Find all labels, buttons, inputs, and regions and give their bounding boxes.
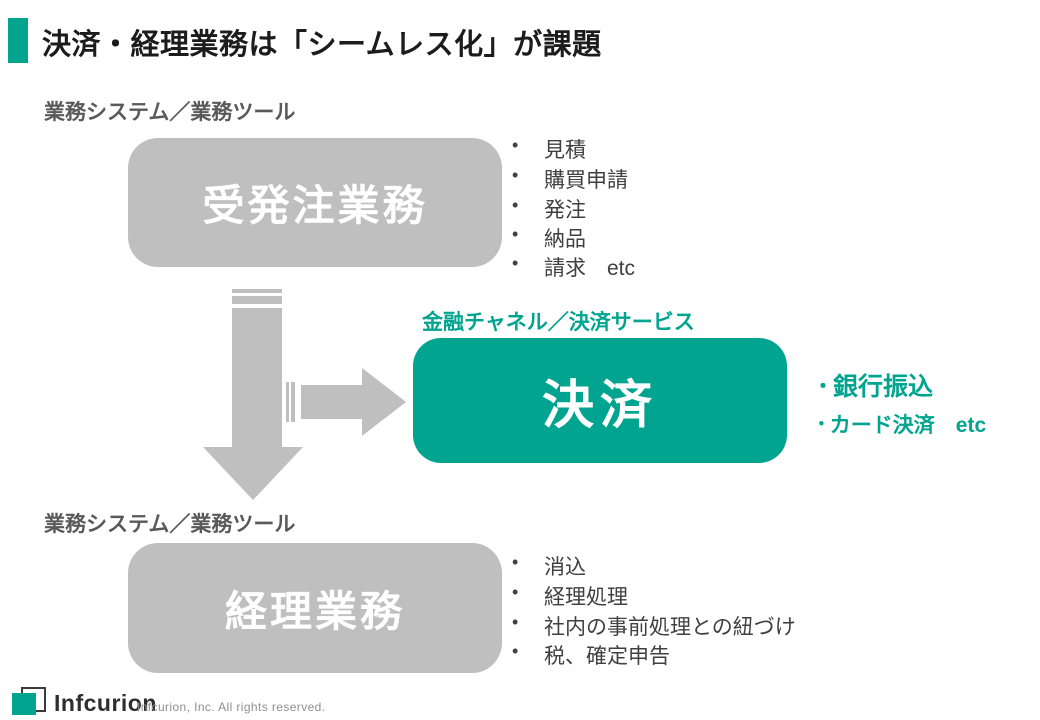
down-arrow-break-stripe	[232, 289, 282, 293]
page-title: 決済・経理業務は「シームレス化」が課題	[42, 29, 602, 61]
list-item-text: 納品	[544, 228, 586, 251]
order-ops-box: 受発注業務	[128, 138, 502, 267]
list-item-text: 税、確定申告	[544, 645, 670, 668]
list-item: • 社内の事前処理との紐づけ	[512, 611, 796, 641]
middot-bullet-icon: ・	[813, 415, 830, 434]
payment-method-item: ・銀行振込	[813, 367, 933, 403]
section-label-payment: 金融チャネル／決済サービス	[422, 311, 695, 334]
right-arrow-break-stripe	[291, 382, 295, 422]
list-item-text: 見積	[544, 139, 586, 162]
payment-box-label: 決済	[541, 377, 658, 435]
title-accent-bar	[8, 18, 28, 63]
bullet-icon: •	[512, 165, 519, 185]
list-item: • 納品	[512, 223, 586, 253]
list-item-text: 請求 etc	[544, 257, 636, 280]
order-ops-box-label: 受発注業務	[202, 182, 428, 229]
bullet-icon: •	[512, 195, 519, 215]
list-item: • 経理処理	[512, 581, 628, 611]
list-item: • 発注	[512, 194, 586, 224]
bullet-icon: •	[512, 612, 519, 632]
accounting-box: 経理業務	[128, 543, 502, 673]
right-arrow-shaft	[301, 385, 362, 419]
brand-wordmark: Infcurion	[54, 690, 157, 716]
payment-method-text: 銀行振込	[833, 373, 934, 401]
list-item: • 見積	[512, 134, 586, 164]
list-item: • 税、確定申告	[512, 640, 670, 670]
logo-teal-square	[12, 693, 36, 715]
section-label-accounting: 業務システム／業務ツール	[44, 513, 296, 536]
list-item-text: 社内の事前処理との紐づけ	[544, 616, 796, 639]
infcurion-logo-icon	[12, 687, 52, 719]
down-arrow-shaft	[232, 308, 282, 447]
bullet-icon: •	[512, 135, 519, 155]
list-item: • 請求 etc	[512, 252, 635, 282]
accounting-box-label: 経理業務	[224, 587, 405, 635]
list-item: • 購買申請	[512, 164, 628, 194]
payment-method-item: ・カード決済 etc	[813, 409, 986, 439]
bullet-icon: •	[512, 253, 519, 273]
right-arrow-head-icon	[362, 368, 406, 436]
middot-bullet-icon: ・	[813, 376, 833, 398]
list-item-text: 購買申請	[544, 169, 628, 192]
section-label-order-ops: 業務システム／業務ツール	[44, 101, 296, 124]
bullet-icon: •	[512, 641, 519, 661]
down-arrow-head-icon	[203, 447, 303, 500]
payment-method-text: カード決済 etc	[829, 414, 987, 437]
list-item: • 消込	[512, 551, 586, 581]
list-item-text: 経理処理	[544, 586, 628, 609]
bullet-icon: •	[512, 224, 519, 244]
list-item-text: 消込	[544, 556, 586, 579]
right-arrow-break-stripe	[286, 382, 289, 422]
copyright-text: Infcurion, Inc. All rights reserved.	[137, 700, 326, 714]
payment-box: 決済	[413, 338, 787, 463]
down-arrow-break-stripe	[232, 296, 282, 304]
list-item-text: 発注	[544, 199, 586, 222]
bullet-icon: •	[512, 582, 519, 602]
bullet-icon: •	[512, 552, 519, 572]
